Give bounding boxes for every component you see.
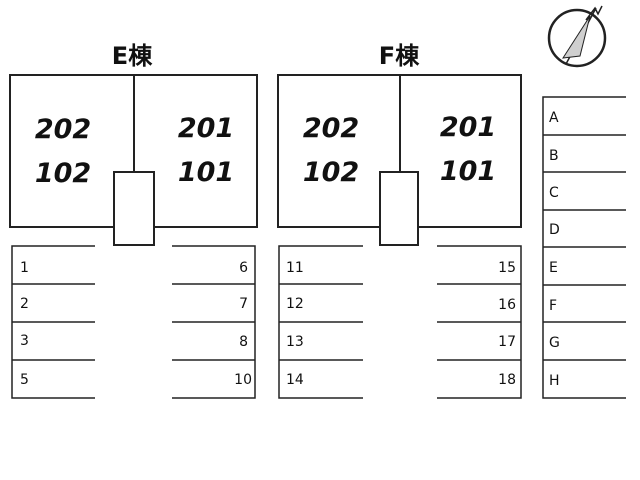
parking-f-left: 11 12 13 14 [278, 245, 363, 399]
parking-slot-label: H [549, 373, 560, 389]
parking-e-right: 6 7 8 10 [172, 245, 256, 399]
parking-slot-label: 5 [20, 372, 29, 388]
parking-slot-label: 16 [498, 297, 516, 313]
parking-slot-label: 10 [234, 372, 252, 388]
parking-slot-label: F [549, 298, 557, 314]
building-e-entrance [113, 171, 155, 246]
unit-f-101: 101 [440, 156, 496, 187]
parking-slot-label: 11 [286, 260, 304, 276]
building-e-title: E棟 [112, 42, 153, 70]
parking-slot-label: G [549, 335, 560, 351]
unit-f-102: 102 [303, 157, 359, 188]
parking-slot-label: D [549, 222, 560, 238]
parking-slot-label: E [549, 260, 558, 276]
parking-slot-label: 8 [239, 334, 248, 350]
parking-slot-label: B [549, 148, 559, 164]
parking-slot-label: 14 [286, 372, 304, 388]
unit-e-101: 101 [178, 157, 234, 188]
building-f-entrance [379, 171, 419, 246]
parking-slot-label: 18 [498, 372, 516, 388]
parking-side-column: A B C D E F G H [542, 96, 626, 399]
parking-e-left: 1 2 3 5 [11, 245, 95, 399]
unit-e-202: 202 [35, 114, 91, 145]
parking-slot-label: 13 [286, 334, 304, 350]
building-f: F棟 202 102 201 101 [277, 42, 522, 246]
building-f-title: F棟 [379, 42, 420, 70]
parking-slot-label: 2 [20, 296, 29, 312]
building-e: E棟 202 102 201 101 [9, 42, 258, 246]
unit-e-102: 102 [35, 158, 91, 189]
parking-slot-label: 1 [20, 260, 29, 276]
north-arrow-icon [547, 5, 607, 68]
parking-slot-label: C [549, 185, 559, 201]
unit-e-201: 201 [178, 113, 234, 144]
parking-slot-label: 6 [239, 260, 248, 276]
parking-slot-label: 3 [20, 333, 29, 349]
parking-slot-label: 15 [498, 260, 516, 276]
parking-f-right: 15 16 17 18 [437, 245, 522, 399]
parking-slot-label: 12 [286, 296, 304, 312]
unit-f-201: 201 [440, 112, 496, 143]
parking-slot-label: 7 [239, 296, 248, 312]
unit-f-202: 202 [303, 113, 359, 144]
parking-slot-label: A [549, 110, 559, 126]
parking-slot-label: 17 [498, 334, 516, 350]
